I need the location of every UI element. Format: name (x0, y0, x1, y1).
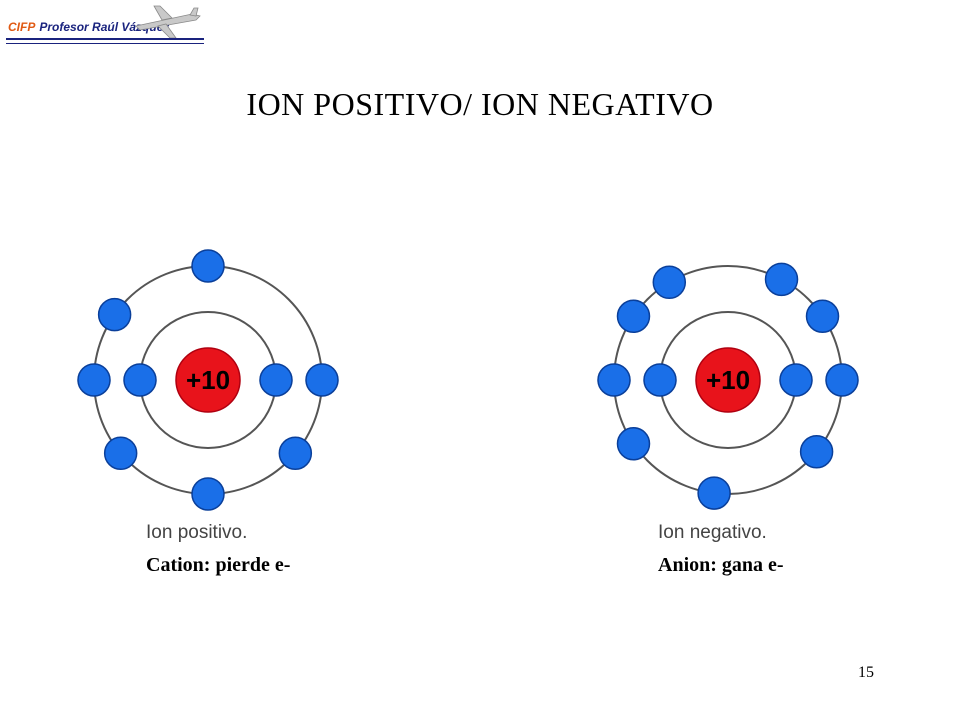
nucleus-charge-label: +10 (186, 365, 230, 395)
logo-author: Profesor Raúl Vázquez (39, 20, 170, 34)
airplane-icon (135, 5, 201, 39)
outer-electron (278, 436, 313, 471)
negative-ion-diagram: +10 (597, 262, 859, 510)
cation-label: Cation: pierde e- (146, 554, 291, 576)
nucleus-charge-label: +10 (706, 365, 750, 395)
positive-ion-diagram: +10 (77, 249, 339, 511)
outer-electron (764, 262, 799, 297)
logo-underline-thin (6, 43, 204, 44)
outer-electron (97, 297, 132, 332)
inner-electron (123, 363, 157, 397)
logo-underline (6, 38, 204, 40)
logo-cifp: CIFP (8, 20, 36, 34)
anion-label: Anion: gana e- (658, 554, 784, 576)
outer-electron (191, 249, 225, 283)
outer-electron (697, 476, 731, 510)
outer-electron (825, 363, 859, 397)
nucleus (175, 347, 241, 413)
outer-electron (103, 436, 138, 471)
inner-electron (779, 363, 813, 397)
outer-electron (597, 363, 631, 397)
outer-electron (191, 477, 225, 511)
outer-electron (799, 434, 834, 469)
negative-ion-caption: Ion negativo. (658, 522, 767, 543)
outer-electron (305, 363, 339, 397)
page-number: 15 (858, 664, 874, 681)
outer-electron (652, 265, 687, 300)
inner-electron (259, 363, 293, 397)
outer-electron (616, 426, 651, 461)
nucleus (695, 347, 761, 413)
outer-electron (805, 299, 840, 334)
outer-electron (616, 299, 651, 334)
outer-electron (77, 363, 111, 397)
positive-ion-caption: Ion positivo. (146, 522, 248, 543)
slide-title: ION POSITIVO/ ION NEGATIVO (246, 86, 714, 122)
inner-electron (643, 363, 677, 397)
